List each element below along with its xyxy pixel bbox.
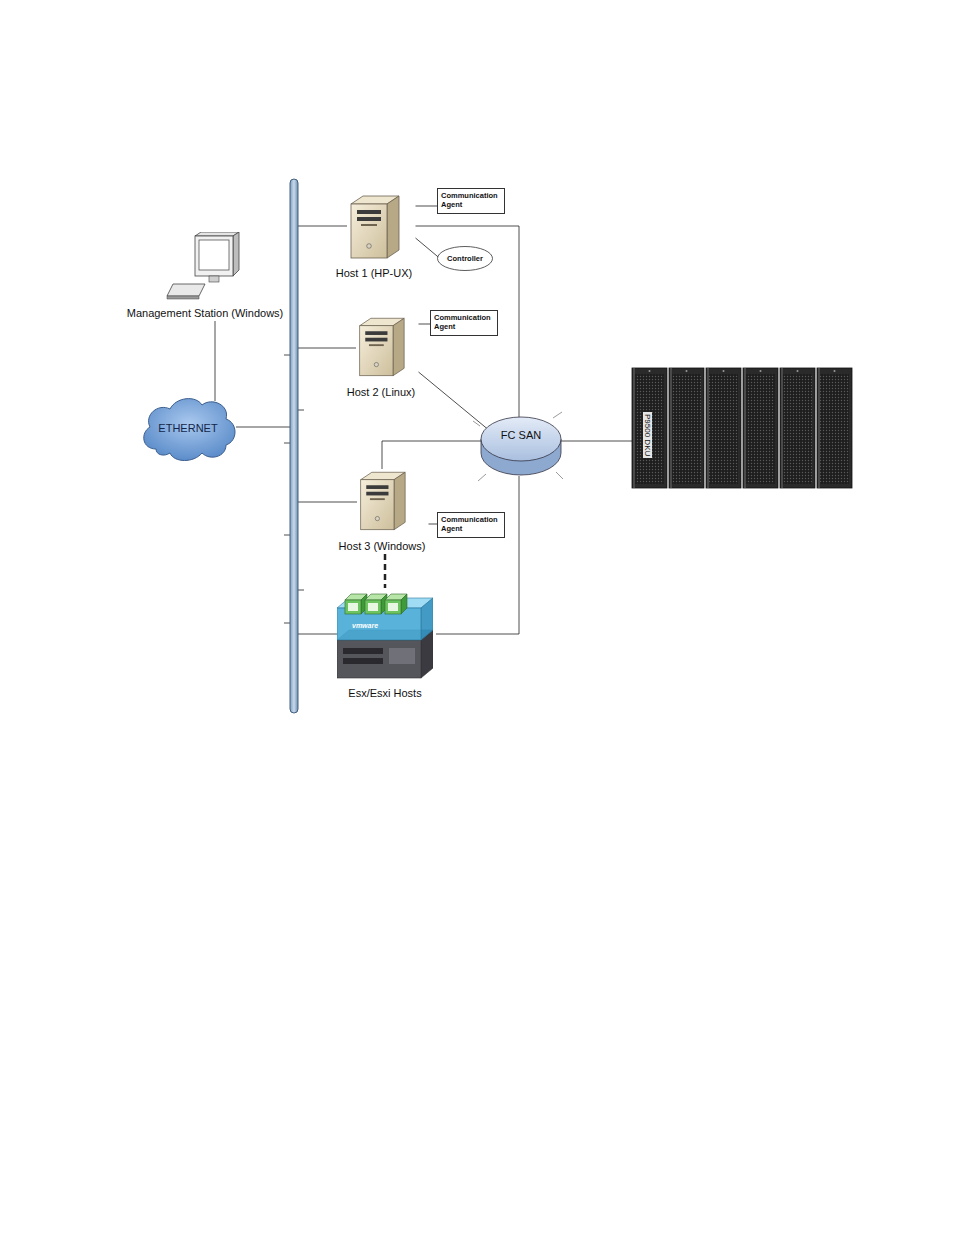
node-label: FC SAN	[501, 429, 541, 441]
connector-line	[429, 524, 438, 525]
connector	[215, 321, 216, 401]
host-icon-node: Host 3 (Windows)	[336, 469, 429, 554]
connector	[416, 226, 520, 417]
node-label: Host 1 (HP-UX)	[336, 267, 412, 279]
connector-line	[419, 324, 431, 325]
connector-line	[416, 206, 438, 207]
host-icon-node: Esx/Esxi Hosts	[334, 588, 436, 701]
node-label: Esx/Esxi Hosts	[348, 687, 421, 699]
connector-line	[416, 238, 441, 259]
node-label: Communication Agent	[441, 191, 501, 209]
connector-line	[419, 372, 491, 431]
node-label: Host 3 (Windows)	[339, 540, 426, 552]
device-icon	[356, 315, 406, 383]
ethernet-cloud: ETHERNET	[138, 393, 238, 463]
connector	[436, 476, 519, 634]
connector-line	[384, 554, 387, 588]
storage-array: P9500 DKU	[630, 366, 856, 490]
connector-line	[215, 321, 216, 401]
connector	[429, 524, 438, 525]
agent-box: Communication Agent	[437, 512, 505, 538]
connector-line	[382, 441, 481, 469]
san-switch: FC SAN	[480, 415, 562, 477]
node-label: Host 2 (Linux)	[347, 386, 415, 398]
connector	[561, 441, 632, 442]
device-icon	[165, 232, 245, 304]
agent-box: Communication Agent	[430, 310, 498, 336]
connector	[419, 372, 491, 431]
controller-ellipse: Controller	[437, 246, 493, 271]
device-icon	[357, 469, 407, 537]
agent-box: Communication Agent	[437, 188, 505, 214]
node-label: Communication Agent	[434, 313, 494, 331]
ethernet-bus	[290, 179, 298, 713]
connector	[416, 238, 441, 259]
connector	[385, 554, 386, 588]
node-label: Communication Agent	[441, 515, 501, 533]
connector	[382, 441, 481, 469]
host-icon-node: Host 2 (Linux)	[344, 315, 419, 400]
device-icon	[337, 588, 433, 684]
san-spikes	[473, 412, 563, 481]
node-label: Management Station (Windows)	[127, 307, 284, 319]
connector	[419, 324, 431, 325]
logo-label: vmware	[352, 622, 378, 629]
node-label: ETHERNET	[158, 422, 217, 434]
device-icon	[347, 194, 401, 264]
host-icon-node: Management Station (Windows)	[124, 232, 287, 321]
connector-line	[436, 476, 519, 634]
node-label: Controller	[447, 254, 483, 263]
connector-line	[561, 441, 632, 442]
connector	[416, 206, 438, 207]
connector-line	[416, 226, 520, 417]
host-icon-node: Host 1 (HP-UX)	[333, 194, 416, 281]
node-label: P9500 DKU	[643, 412, 652, 458]
